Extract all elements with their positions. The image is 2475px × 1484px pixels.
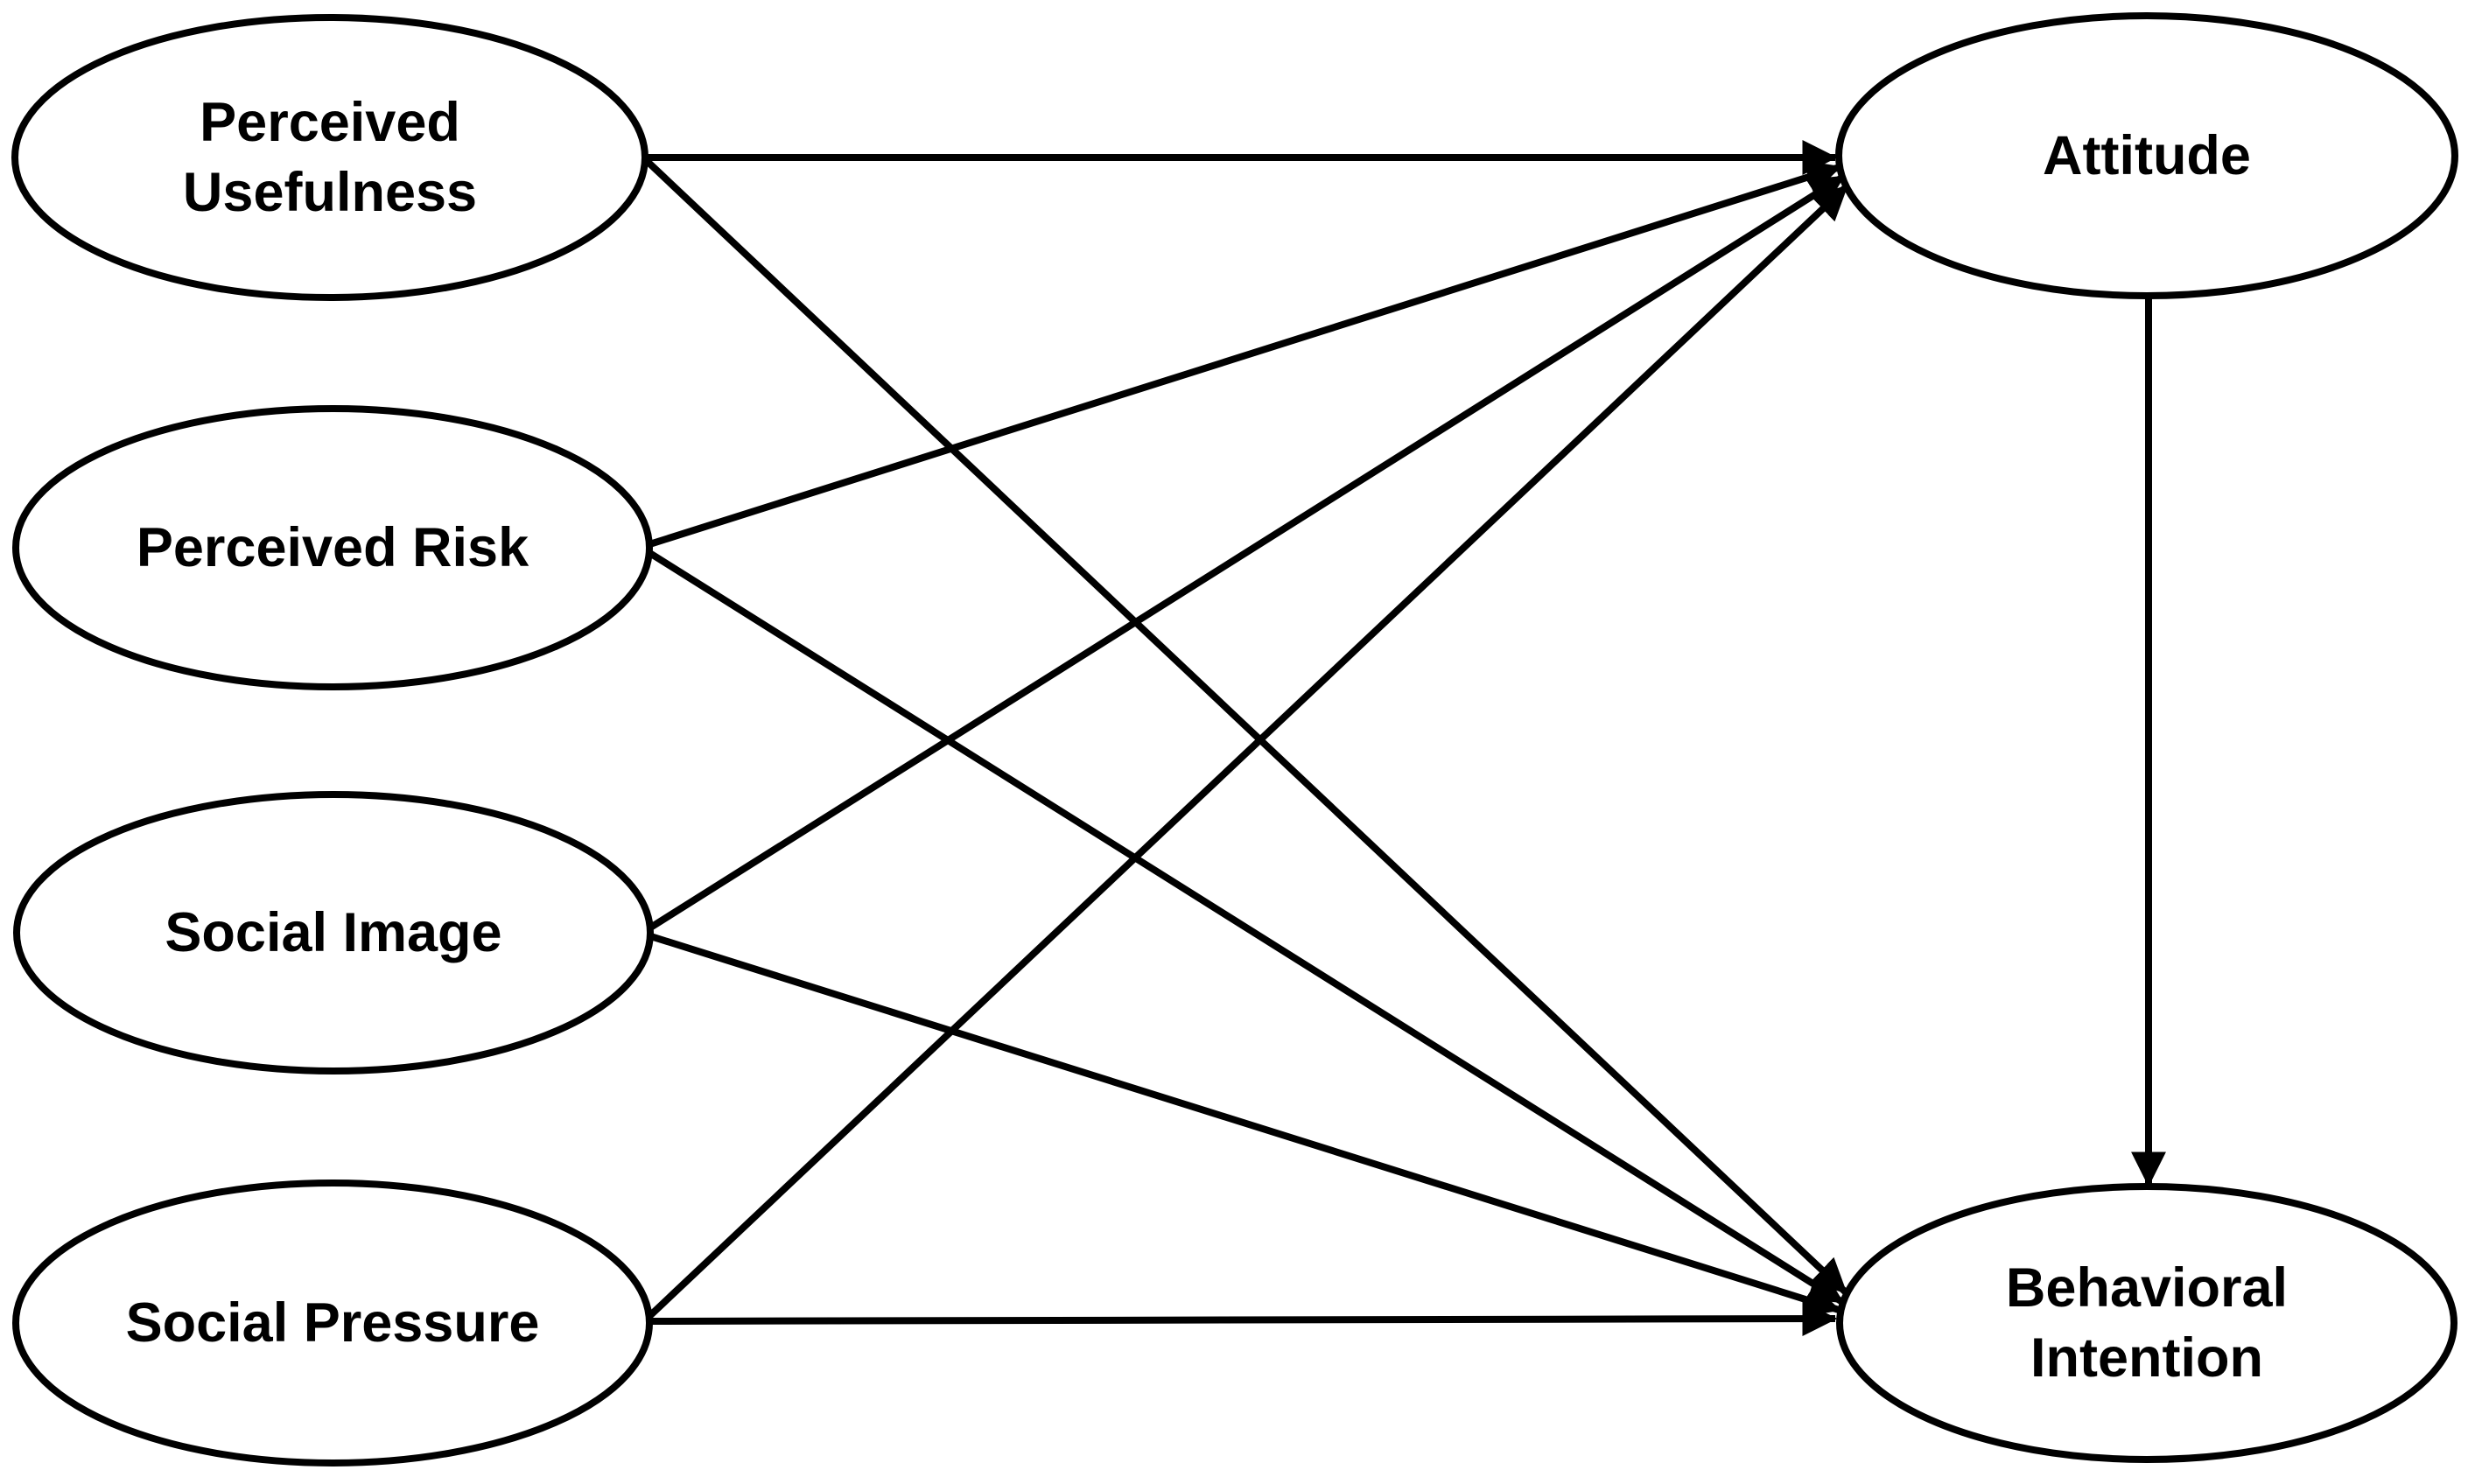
node-social-image: Social Image	[13, 791, 654, 1074]
edge-social-image-to-behavioral-intention	[643, 931, 1841, 1317]
node-perceived-risk: Perceived Risk	[12, 405, 653, 690]
node-social-image-label: Social Image	[165, 902, 501, 963]
edge-perceived-risk-to-behavioral-intention	[642, 546, 1845, 1306]
node-attitude-ellipse	[1835, 12, 2458, 299]
edge-social-image-to-attitude	[642, 173, 1846, 934]
edge-social-pressure-to-attitude	[642, 184, 1849, 1323]
edge-perceived-usefulness-to-behavioral-intention	[642, 157, 1848, 1295]
node-attitude: Attitude	[1835, 12, 2458, 299]
edge-perceived-risk-to-attitude	[642, 160, 1842, 550]
node-social-pressure-ellipse	[12, 1180, 653, 1466]
node-perceived-usefulness-ellipse	[11, 14, 649, 301]
node-behavioral-intention-ellipse	[1836, 1183, 2457, 1463]
edge-social-pressure-to-behavioral-intention	[644, 1301, 1838, 1337]
node-attitude-label: Attitude	[2043, 125, 2251, 186]
node-social-pressure: Social Pressure	[12, 1180, 653, 1466]
edges-layer	[642, 140, 2166, 1337]
node-perceived-risk-label: Perceived Risk	[137, 517, 529, 578]
node-social-image-ellipse	[13, 791, 654, 1074]
node-perceived-risk-ellipse	[12, 405, 653, 690]
node-social-pressure-label: Social Pressure	[126, 1292, 540, 1354]
